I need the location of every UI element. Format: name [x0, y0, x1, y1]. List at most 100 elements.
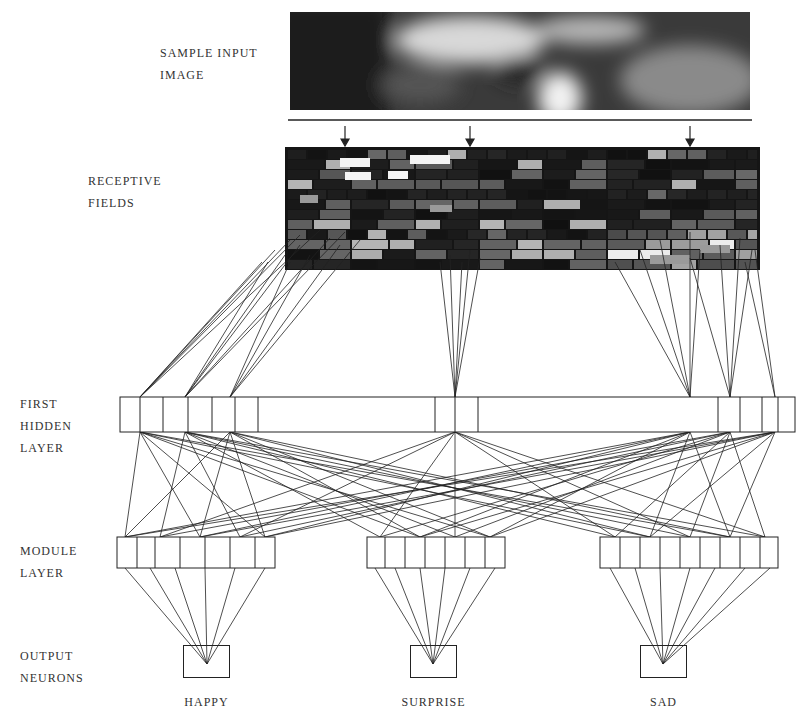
connection-line — [125, 432, 230, 537]
cell-divider — [140, 397, 141, 432]
connection-line — [663, 568, 715, 664]
field-cell — [728, 150, 746, 159]
field-cell — [288, 150, 306, 159]
connection-line — [185, 232, 345, 397]
field-cell — [582, 200, 606, 209]
connection-line — [230, 432, 730, 537]
field-cell — [648, 190, 666, 199]
field-cell — [646, 160, 670, 169]
connection-line — [185, 238, 330, 397]
field-cell — [488, 230, 506, 239]
field-cell — [368, 150, 386, 159]
field-cell — [506, 180, 542, 189]
field-cell — [544, 250, 574, 259]
cell-divider — [762, 397, 763, 432]
cell-divider — [740, 537, 741, 568]
field-cell — [568, 230, 586, 239]
field-cell — [544, 200, 580, 209]
output-neuron: SURPRISE — [410, 645, 457, 678]
connection-line — [230, 240, 360, 397]
connection-line — [185, 432, 240, 537]
field-cell — [352, 200, 388, 209]
field-cell — [518, 200, 542, 209]
field-cell — [448, 250, 478, 259]
neuron-box — [183, 645, 230, 678]
connection-lines — [125, 230, 775, 537]
cell-divider — [212, 397, 213, 432]
field-cell — [388, 190, 406, 199]
connection-line — [420, 568, 433, 664]
connection-line — [160, 432, 455, 537]
field-cell — [736, 160, 757, 169]
field-cell — [428, 230, 446, 239]
field-cell — [634, 220, 670, 229]
field-cell — [576, 210, 606, 219]
field-cell — [448, 170, 478, 179]
field-cell — [468, 230, 486, 239]
field-cell — [480, 180, 504, 189]
field-cell — [410, 155, 450, 164]
connection-line — [125, 432, 690, 537]
field-cell — [548, 230, 566, 239]
layer-label: OUTPUT NEURONS — [20, 645, 105, 689]
cell-divider — [455, 397, 456, 432]
field-cell — [442, 260, 478, 269]
cell-divider — [778, 397, 779, 432]
field-cell — [672, 210, 702, 219]
field-cell — [416, 250, 446, 259]
receptive-fields — [285, 147, 760, 270]
cell-divider — [235, 397, 236, 432]
connection-line — [207, 568, 235, 664]
field-cell — [314, 260, 350, 269]
cell-divider — [640, 537, 641, 568]
field-cell — [448, 150, 466, 159]
field-cell — [352, 260, 376, 269]
connection-line — [690, 432, 730, 537]
connection-line — [433, 568, 495, 664]
connection-line — [140, 432, 200, 537]
field-cell — [704, 210, 734, 219]
connection-line — [690, 250, 700, 397]
connection-line — [140, 240, 290, 397]
field-cell — [430, 205, 452, 212]
field-cell — [688, 150, 706, 159]
field-cell — [512, 170, 542, 179]
connection-line — [140, 230, 320, 397]
field-cell — [488, 190, 506, 199]
field-cell — [480, 160, 516, 169]
field-cell — [448, 230, 466, 239]
field-cell — [708, 230, 726, 239]
layer-label: RECEPTIVE FIELDS — [88, 170, 183, 214]
field-cell — [416, 260, 440, 269]
field-cell — [708, 190, 726, 199]
connection-line — [230, 432, 650, 537]
field-cell — [544, 180, 568, 189]
connection-line — [640, 250, 690, 397]
field-cell — [454, 200, 478, 209]
connection-line — [230, 262, 290, 397]
neuron-box — [640, 645, 687, 678]
field-cell — [288, 160, 324, 169]
connection-line — [140, 432, 420, 537]
connection-line — [140, 250, 275, 397]
cell-divider — [740, 397, 741, 432]
cell-divider — [680, 537, 681, 568]
field-cell — [640, 170, 670, 179]
field-cell — [340, 158, 370, 167]
connection-line — [663, 568, 690, 664]
field-cell — [570, 180, 606, 189]
field-cell — [568, 190, 586, 199]
field-cell — [588, 150, 606, 159]
field-cell — [326, 200, 350, 209]
field-cell — [748, 230, 757, 239]
field-cell — [672, 160, 708, 169]
field-cell — [736, 180, 757, 189]
cell-divider — [660, 537, 661, 568]
field-cell — [700, 245, 730, 253]
cell-divider — [465, 537, 466, 568]
field-cell — [468, 150, 486, 159]
field-cell — [368, 190, 386, 199]
connection-line — [660, 568, 663, 664]
field-cell — [328, 150, 346, 159]
